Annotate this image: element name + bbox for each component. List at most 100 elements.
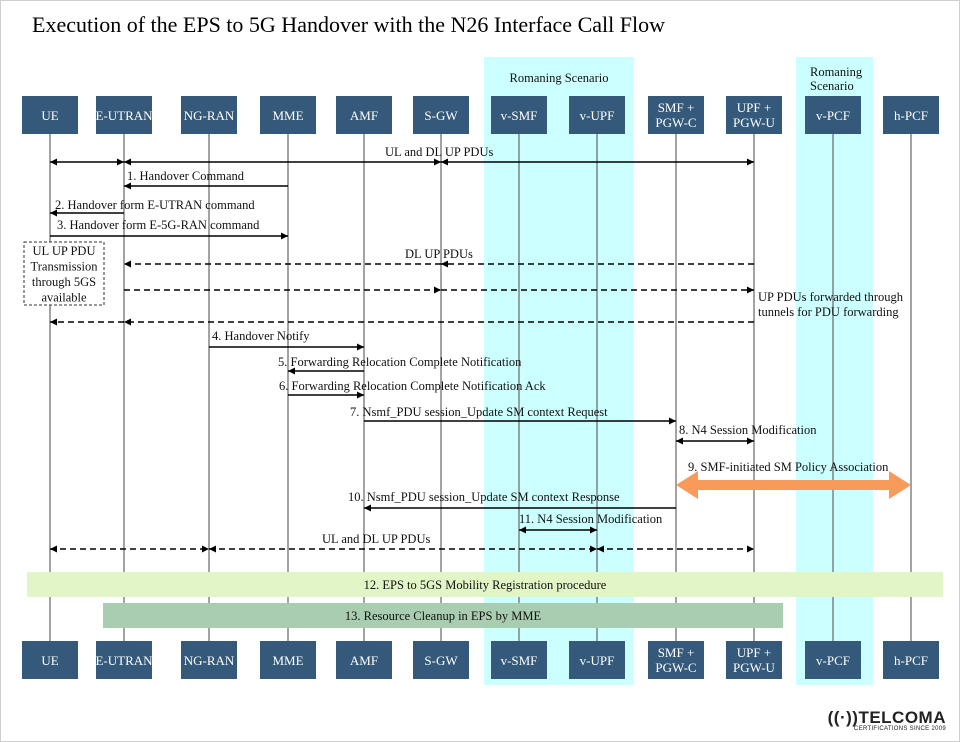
page-title: Execution of the EPS to 5G Handover with… <box>32 12 665 37</box>
message-label: DL UP PDUs <box>405 247 473 261</box>
arrowhead <box>441 260 448 268</box>
entity-box <box>648 96 704 134</box>
message-label: 9. SMF-initiated SM Policy Association <box>688 460 889 474</box>
entity-label: NG-RAN <box>184 653 235 668</box>
message-label: 6. Forwarding Relocation Complete Notifi… <box>279 379 546 393</box>
roaming-region-label: Romaning <box>810 65 863 79</box>
entity-label: v-PCF <box>816 653 850 668</box>
entity-label: v-UPF <box>580 108 615 123</box>
entity-label: MME <box>272 653 303 668</box>
roaming-region-label: Romaning Scenario <box>510 71 609 85</box>
entity-box <box>648 641 704 679</box>
entity-label: v-SMF <box>501 108 538 123</box>
message-label: 8. N4 Session Modification <box>679 423 817 437</box>
arrowhead <box>747 545 754 553</box>
message-label: 7. Nsmf_PDU session_Update SM context Re… <box>350 405 608 419</box>
arrowhead <box>364 504 371 512</box>
message-label: 2. Handover form E-UTRAN command <box>55 198 255 212</box>
entity-box <box>260 96 316 134</box>
arrowhead <box>124 260 131 268</box>
entity-label: E-UTRAN <box>95 108 153 123</box>
message-label: 10. Nsmf_PDU session_Update SM context R… <box>348 490 620 504</box>
arrowhead <box>747 437 754 445</box>
entity-box <box>181 641 237 679</box>
entity-box <box>96 96 152 134</box>
entity-label: MME <box>272 108 303 123</box>
entity-box <box>726 641 782 679</box>
arrowhead <box>441 158 448 166</box>
entity-label: AMF <box>350 108 378 123</box>
message-label: 3. Handover form E-5G-RAN command <box>57 218 260 232</box>
arrowhead <box>590 545 597 553</box>
roaming-region-label: Scenario <box>810 79 854 93</box>
entity-box <box>805 641 861 679</box>
arrowhead <box>50 318 57 326</box>
entity-label: E-UTRAN <box>95 653 153 668</box>
ue-note-box <box>23 241 105 306</box>
entity-label: h-PCF <box>894 108 928 123</box>
procedure-label: 12. EPS to 5GS Mobility Registration pro… <box>364 578 607 592</box>
arrowhead <box>50 209 57 217</box>
entity-label: PGW-U <box>733 660 776 675</box>
arrowhead <box>434 158 441 166</box>
arrowhead <box>357 343 364 351</box>
entity-label: PGW-U <box>733 115 776 130</box>
policy-association-arrow <box>676 471 911 499</box>
entity-label: UE <box>41 108 58 123</box>
message-label: UL and DL UP PDUs <box>322 532 430 546</box>
arrowhead <box>50 158 57 166</box>
entity-box <box>96 641 152 679</box>
entity-label: NG-RAN <box>184 108 235 123</box>
entity-label: v-UPF <box>580 653 615 668</box>
entity-label: PGW-C <box>655 660 696 675</box>
forwarding-note: UP PDUs forwarded through <box>758 290 904 304</box>
message-label: 11. N4 Session Modification <box>519 512 663 526</box>
ue-note-text: through 5GS <box>32 275 96 289</box>
arrowhead <box>209 545 216 553</box>
entity-label: h-PCF <box>894 653 928 668</box>
procedure-band <box>27 572 943 597</box>
entity-label: UPF + <box>737 645 771 660</box>
entity-label: UPF + <box>737 100 771 115</box>
ue-note-text: available <box>41 291 87 305</box>
logo-tagline: CERTIFICATIONS SINCE 2009 <box>854 726 946 732</box>
entity-label: SMF + <box>658 100 695 115</box>
entity-label: UE <box>41 653 58 668</box>
ue-note-text: Transmission <box>31 260 99 274</box>
arrowhead <box>590 526 597 534</box>
arrowhead <box>117 158 124 166</box>
entity-label: S-GW <box>424 108 458 123</box>
message-label: 1. Handover Command <box>127 169 245 183</box>
arrowhead <box>288 367 295 375</box>
entity-label: v-SMF <box>501 653 538 668</box>
arrowhead <box>124 158 131 166</box>
arrowhead <box>747 286 754 294</box>
entity-box <box>22 96 78 134</box>
forwarding-note: tunnels for PDU forwarding <box>758 305 899 319</box>
entity-label: AMF <box>350 653 378 668</box>
message-label: UL and DL UP PDUs <box>385 145 493 159</box>
arrowhead <box>124 182 131 190</box>
logo-name: TELCOMA <box>858 708 946 727</box>
entity-label: PGW-C <box>655 115 696 130</box>
entity-box <box>805 96 861 134</box>
entity-box <box>726 96 782 134</box>
arrowhead <box>124 318 131 326</box>
entity-box <box>883 96 939 134</box>
arrowhead <box>597 545 604 553</box>
entity-box <box>569 96 625 134</box>
procedure-label: 13. Resource Cleanup in EPS by MME <box>345 609 542 623</box>
arrowhead <box>519 526 526 534</box>
entity-box <box>413 641 469 679</box>
arrowhead <box>669 417 676 425</box>
arrowhead <box>747 158 754 166</box>
arrowhead <box>676 437 683 445</box>
entity-label: SMF + <box>658 645 695 660</box>
arrowhead <box>281 232 288 240</box>
entity-box <box>22 641 78 679</box>
entity-box <box>883 641 939 679</box>
entity-box <box>336 96 392 134</box>
arrowhead <box>357 391 364 399</box>
arrowhead <box>434 286 441 294</box>
entity-box <box>260 641 316 679</box>
